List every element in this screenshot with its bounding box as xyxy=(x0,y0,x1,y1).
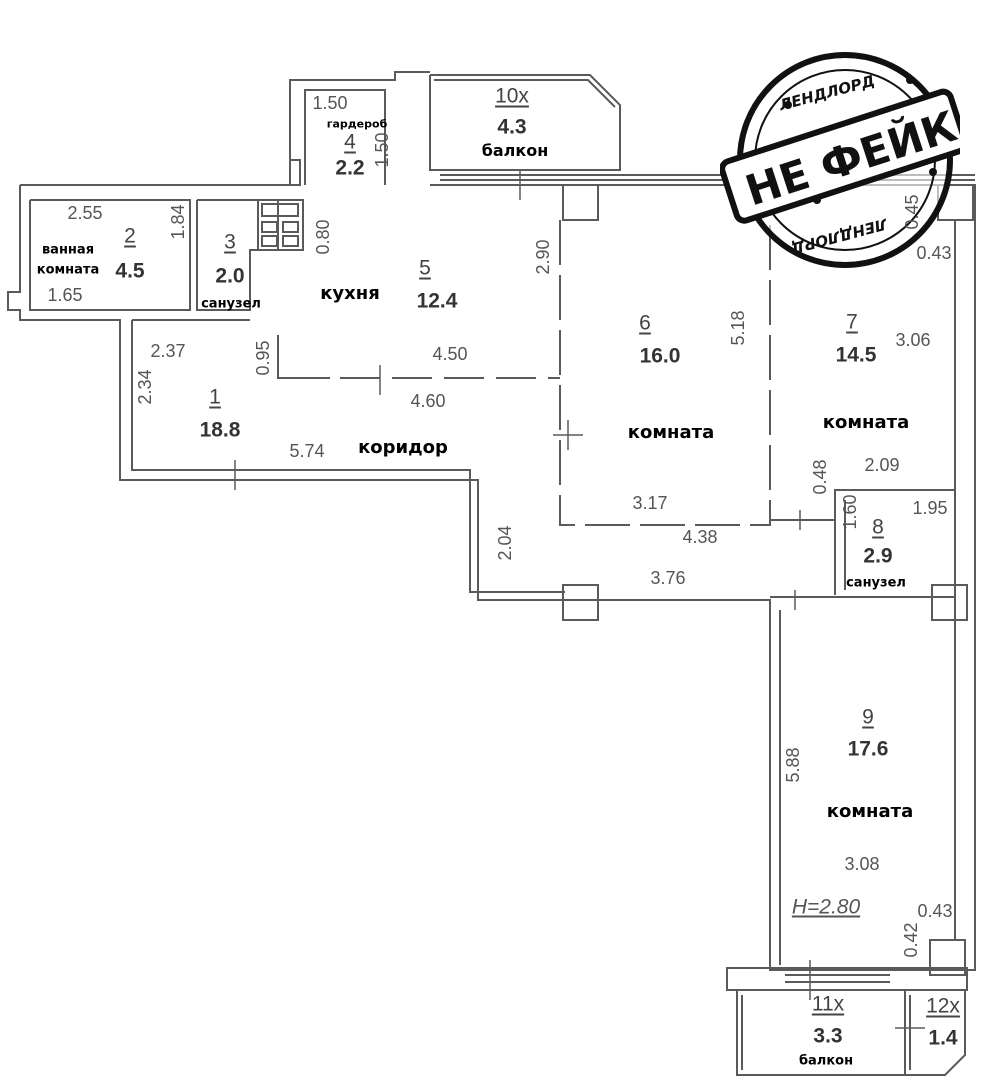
dim-160: 1.60 xyxy=(840,494,860,530)
wardrobe-wall xyxy=(304,89,386,185)
room-10-name: балкон xyxy=(481,141,549,160)
dim-290: 2.90 xyxy=(533,239,553,275)
balcony-11-wall xyxy=(736,990,906,1076)
room-6-number: 6 xyxy=(639,311,651,335)
dim-043-bottom: 0.43 xyxy=(917,901,953,921)
room-2-name-line1: ванная xyxy=(41,242,95,258)
dim-308: 3.08 xyxy=(844,854,880,874)
room-3-area: 2.0 xyxy=(215,264,245,288)
room-2-name-line2: комната xyxy=(36,262,100,278)
room-6-area: 16.0 xyxy=(639,344,681,368)
room-8-wall xyxy=(834,489,955,595)
room-11-name: балкон xyxy=(798,1053,854,1069)
inner-wall-left xyxy=(29,199,191,311)
room-12-number: 12x xyxy=(926,994,960,1018)
dim-438: 4.38 xyxy=(682,527,718,547)
room-9-name: комната xyxy=(826,801,914,822)
room-5-area: 12.4 xyxy=(416,289,458,313)
dim-234: 2.34 xyxy=(135,369,155,405)
ventilation-shaft xyxy=(257,199,304,251)
dim-574: 5.74 xyxy=(289,441,325,461)
stamp-ring xyxy=(720,52,960,268)
room-7-name: комната xyxy=(822,412,910,433)
corridor-wall xyxy=(131,320,565,593)
room-7-number: 7 xyxy=(846,310,858,334)
room-7-area: 14.5 xyxy=(835,343,877,367)
dim-204: 2.04 xyxy=(495,525,515,561)
dim-wardrobe-width: 1.50 xyxy=(312,93,348,113)
room-11-area: 3.3 xyxy=(813,1024,843,1048)
room-1-name: коридор xyxy=(358,437,448,458)
room-8-name: санузел xyxy=(846,575,906,591)
room-2-area: 4.5 xyxy=(115,259,145,283)
kitchen-partition xyxy=(277,335,330,379)
dim-bath-width: 2.55 xyxy=(67,203,103,223)
dim-460: 4.60 xyxy=(410,391,446,411)
dim-376: 3.76 xyxy=(650,568,686,588)
room-10-area: 4.3 xyxy=(497,115,527,139)
balcony-sill xyxy=(726,967,968,991)
room-8-area: 2.9 xyxy=(863,544,893,568)
dim-518: 5.18 xyxy=(728,310,748,346)
room-4-number: 4 xyxy=(344,130,356,154)
dim-306: 3.06 xyxy=(895,330,931,350)
dim-195: 1.95 xyxy=(912,498,948,518)
room-5-number: 5 xyxy=(419,256,431,280)
dim-045: 0.45 xyxy=(902,194,922,230)
ceiling-height: H=2.80 xyxy=(791,895,861,919)
room-3-name: санузел xyxy=(201,296,261,312)
dim-237: 2.37 xyxy=(150,341,186,361)
dim-bath-height: 1.84 xyxy=(168,204,188,240)
room-9-number: 9 xyxy=(862,705,874,729)
room-5-name: кухня xyxy=(320,283,380,304)
dim-095: 0.95 xyxy=(253,340,273,376)
room-4-area: 2.2 xyxy=(335,156,365,180)
balcony-10-wall xyxy=(429,74,621,171)
room-3-number: 3 xyxy=(224,230,236,254)
dim-bath-bottom: 1.65 xyxy=(47,285,83,305)
room-1-number: 1 xyxy=(209,385,221,409)
balcony-12-wall xyxy=(905,990,966,1076)
dim-317: 3.17 xyxy=(632,493,668,513)
dim-209: 2.09 xyxy=(864,455,900,475)
room-1-area: 18.8 xyxy=(199,418,241,442)
room-10-number: 10x xyxy=(495,84,529,108)
outer-wall-left xyxy=(7,184,976,971)
dim-wardrobe-height: 1.50 xyxy=(372,132,392,168)
room-11-number: 11x xyxy=(811,992,845,1016)
dim-080: 0.80 xyxy=(313,219,333,255)
dim-042: 0.42 xyxy=(901,922,921,958)
dim-043-top: 0.43 xyxy=(916,243,952,263)
room-6-name: комната xyxy=(627,422,715,443)
dim-048: 0.48 xyxy=(810,459,830,495)
dim-450: 4.50 xyxy=(432,344,468,364)
outer-wall xyxy=(20,71,430,186)
room-2-number: 2 xyxy=(124,224,136,248)
dim-588: 5.88 xyxy=(783,747,803,783)
room-6-wall xyxy=(559,220,771,526)
room-8-number: 8 xyxy=(872,515,884,539)
room-4-name: гардероб xyxy=(326,117,388,131)
room-9-area: 17.6 xyxy=(847,737,889,761)
room-12-area: 1.4 xyxy=(928,1026,958,1050)
